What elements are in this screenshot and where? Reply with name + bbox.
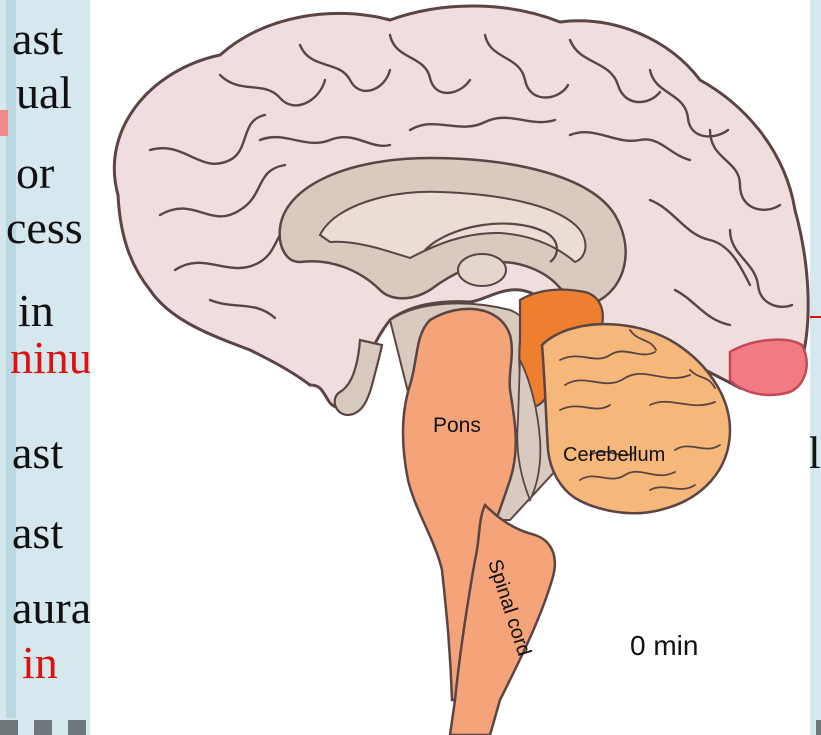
thalamus-mass (458, 254, 506, 286)
right-slide-band (810, 0, 821, 735)
brain-figure-panel: Pons Cerebellum Spinal cord 0 min (90, 0, 810, 735)
slide-text-fragment: cess (6, 205, 83, 251)
slide-text-fragment: ast (12, 430, 63, 476)
pons-label: Pons (433, 414, 481, 437)
brain-sagittal-diagram: Pons Cerebellum Spinal cord 0 min (90, 0, 810, 735)
occipital-pole-highlight (730, 340, 807, 395)
slide-text-fragment: ast (12, 510, 63, 556)
slide-text-fragment: ast (12, 16, 63, 62)
slide-text-fragment: ual (16, 70, 72, 116)
slide-text-fragment: ninu (10, 335, 92, 381)
slide-text-fragment: in (18, 288, 54, 334)
slide-text-fragment: in (22, 640, 58, 686)
slide-text-fragment: aura (12, 585, 91, 631)
cerebellum-label: Cerebellum (563, 444, 665, 466)
slide-text-fragment: or (16, 150, 54, 196)
slide-red-mark (0, 110, 8, 136)
slide-red-rule (810, 316, 821, 318)
timer-label: 0 min (630, 630, 698, 661)
